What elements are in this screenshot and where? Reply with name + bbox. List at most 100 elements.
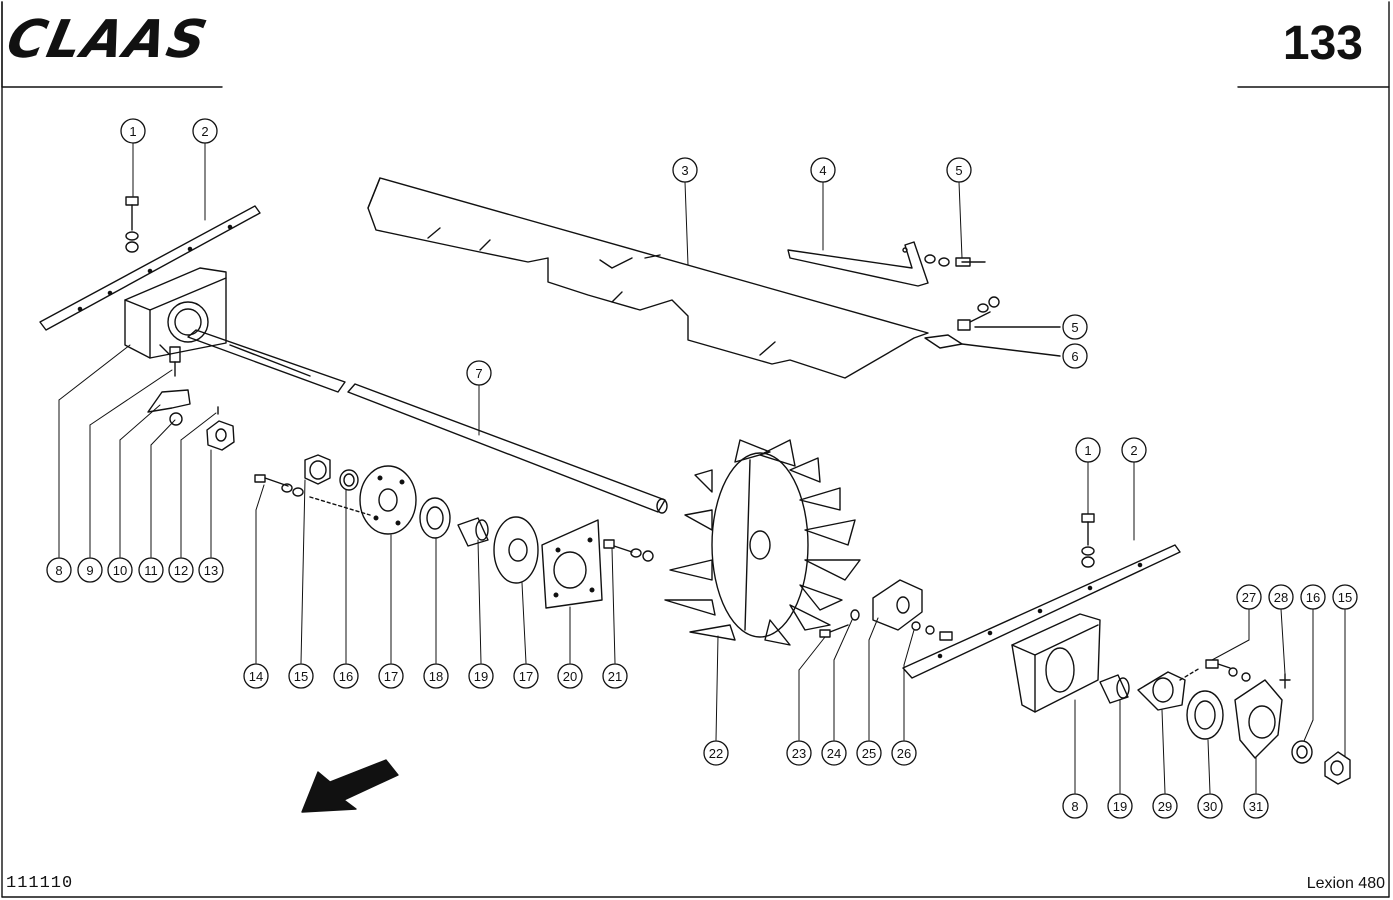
callout-circle bbox=[198, 557, 224, 583]
callout-c16a: 16 bbox=[333, 663, 359, 689]
callout-c19a: 19 bbox=[468, 663, 494, 689]
callout-circle bbox=[946, 157, 972, 183]
callout-label: 27 bbox=[1242, 590, 1256, 605]
bracket-strap bbox=[787, 241, 986, 287]
callout-circle bbox=[1152, 793, 1178, 819]
callout-label: 8 bbox=[55, 563, 62, 578]
callout-label: 5 bbox=[1071, 320, 1078, 335]
callout-circle bbox=[107, 557, 133, 583]
callout-circle bbox=[1243, 793, 1269, 819]
callout-circle bbox=[423, 663, 449, 689]
callout-label: 16 bbox=[1306, 590, 1320, 605]
model-name: Lexion 480 bbox=[1306, 875, 1385, 892]
callout-circle bbox=[1107, 793, 1133, 819]
left-bearing-bracket bbox=[124, 267, 227, 359]
callout-c22: 22 bbox=[703, 740, 729, 766]
callout-c7: 7 bbox=[466, 360, 492, 386]
callout-circle bbox=[1062, 314, 1088, 340]
callout-label: 26 bbox=[897, 746, 911, 761]
callout-label: 21 bbox=[608, 669, 622, 684]
callout-label: 20 bbox=[563, 669, 577, 684]
left-bolt bbox=[125, 196, 139, 253]
callout-c1b: 1 bbox=[1075, 437, 1101, 463]
callout-label: 9 bbox=[86, 563, 93, 578]
callout-circle bbox=[1121, 437, 1147, 463]
callout-circle bbox=[602, 663, 628, 689]
right-bolt bbox=[1081, 513, 1095, 568]
callout-label: 23 bbox=[792, 746, 806, 761]
right-bearing-bracket bbox=[1011, 613, 1101, 713]
callout-label: 30 bbox=[1203, 799, 1217, 814]
callout-circle bbox=[288, 663, 314, 689]
callout-label: 3 bbox=[681, 163, 688, 178]
callout-c15a: 15 bbox=[288, 663, 314, 689]
callout-circle bbox=[1075, 437, 1101, 463]
callout-c12: 12 bbox=[168, 557, 194, 583]
callout-label: 17 bbox=[519, 669, 533, 684]
callout-label: 17 bbox=[384, 669, 398, 684]
left-hardware-row bbox=[254, 454, 654, 609]
callout-label: 16 bbox=[339, 669, 353, 684]
callout-label: 19 bbox=[1113, 799, 1127, 814]
callout-label: 15 bbox=[294, 669, 308, 684]
callout-circle bbox=[1236, 584, 1262, 610]
hood-fastener bbox=[924, 296, 1061, 357]
callout-label: 8 bbox=[1071, 799, 1078, 814]
callout-label: 6 bbox=[1071, 349, 1078, 364]
callout-circle bbox=[856, 740, 882, 766]
callout-label: 22 bbox=[709, 746, 723, 761]
left-small-hardware bbox=[147, 346, 235, 451]
leader-lines bbox=[58, 142, 1346, 794]
callout-c2b: 2 bbox=[1121, 437, 1147, 463]
callout-label: 15 bbox=[1338, 590, 1352, 605]
callout-c16b: 16 bbox=[1300, 584, 1326, 610]
callout-label: 19 bbox=[474, 669, 488, 684]
callout-circle bbox=[138, 557, 164, 583]
callout-circle bbox=[1268, 584, 1294, 610]
callout-label: 18 bbox=[429, 669, 443, 684]
callout-circle bbox=[1332, 584, 1358, 610]
callout-circle bbox=[333, 663, 359, 689]
callout-circle bbox=[77, 557, 103, 583]
callout-c25: 25 bbox=[856, 740, 882, 766]
fan-wheel bbox=[664, 439, 861, 646]
callout-c31: 31 bbox=[1243, 793, 1269, 819]
right-mounting-bar bbox=[902, 544, 1181, 679]
callout-circle bbox=[513, 663, 539, 689]
callout-circle bbox=[1062, 793, 1088, 819]
callout-c5a: 5 bbox=[946, 157, 972, 183]
callout-c10: 10 bbox=[107, 557, 133, 583]
callout-circle bbox=[703, 740, 729, 766]
callout-c4: 4 bbox=[810, 157, 836, 183]
callout-c28: 28 bbox=[1268, 584, 1294, 610]
callout-c27: 27 bbox=[1236, 584, 1262, 610]
callout-circle bbox=[168, 557, 194, 583]
callout-circle bbox=[1197, 793, 1223, 819]
callout-label: 2 bbox=[1130, 443, 1137, 458]
callout-label: 1 bbox=[129, 124, 136, 139]
callout-circle bbox=[120, 118, 146, 144]
left-mounting-bar bbox=[39, 205, 261, 331]
callout-circle bbox=[192, 118, 218, 144]
callout-circle bbox=[1062, 343, 1088, 369]
callout-c6: 6 bbox=[1062, 343, 1088, 369]
callout-label: 13 bbox=[204, 563, 218, 578]
right-hardware-row bbox=[1099, 659, 1351, 785]
callout-label: 10 bbox=[113, 563, 127, 578]
callout-label: 28 bbox=[1274, 590, 1288, 605]
callout-c20: 20 bbox=[557, 663, 583, 689]
callout-label: 4 bbox=[819, 163, 826, 178]
callout-c15b: 15 bbox=[1332, 584, 1358, 610]
callout-circle bbox=[786, 740, 812, 766]
callout-circle bbox=[466, 360, 492, 386]
drive-shaft bbox=[187, 329, 668, 514]
callout-label: 2 bbox=[201, 124, 208, 139]
callout-c11: 11 bbox=[138, 557, 164, 583]
callout-label: 7 bbox=[475, 366, 482, 381]
callout-label: 14 bbox=[249, 669, 263, 684]
callout-c8b: 8 bbox=[1062, 793, 1088, 819]
callout-c30: 30 bbox=[1197, 793, 1223, 819]
